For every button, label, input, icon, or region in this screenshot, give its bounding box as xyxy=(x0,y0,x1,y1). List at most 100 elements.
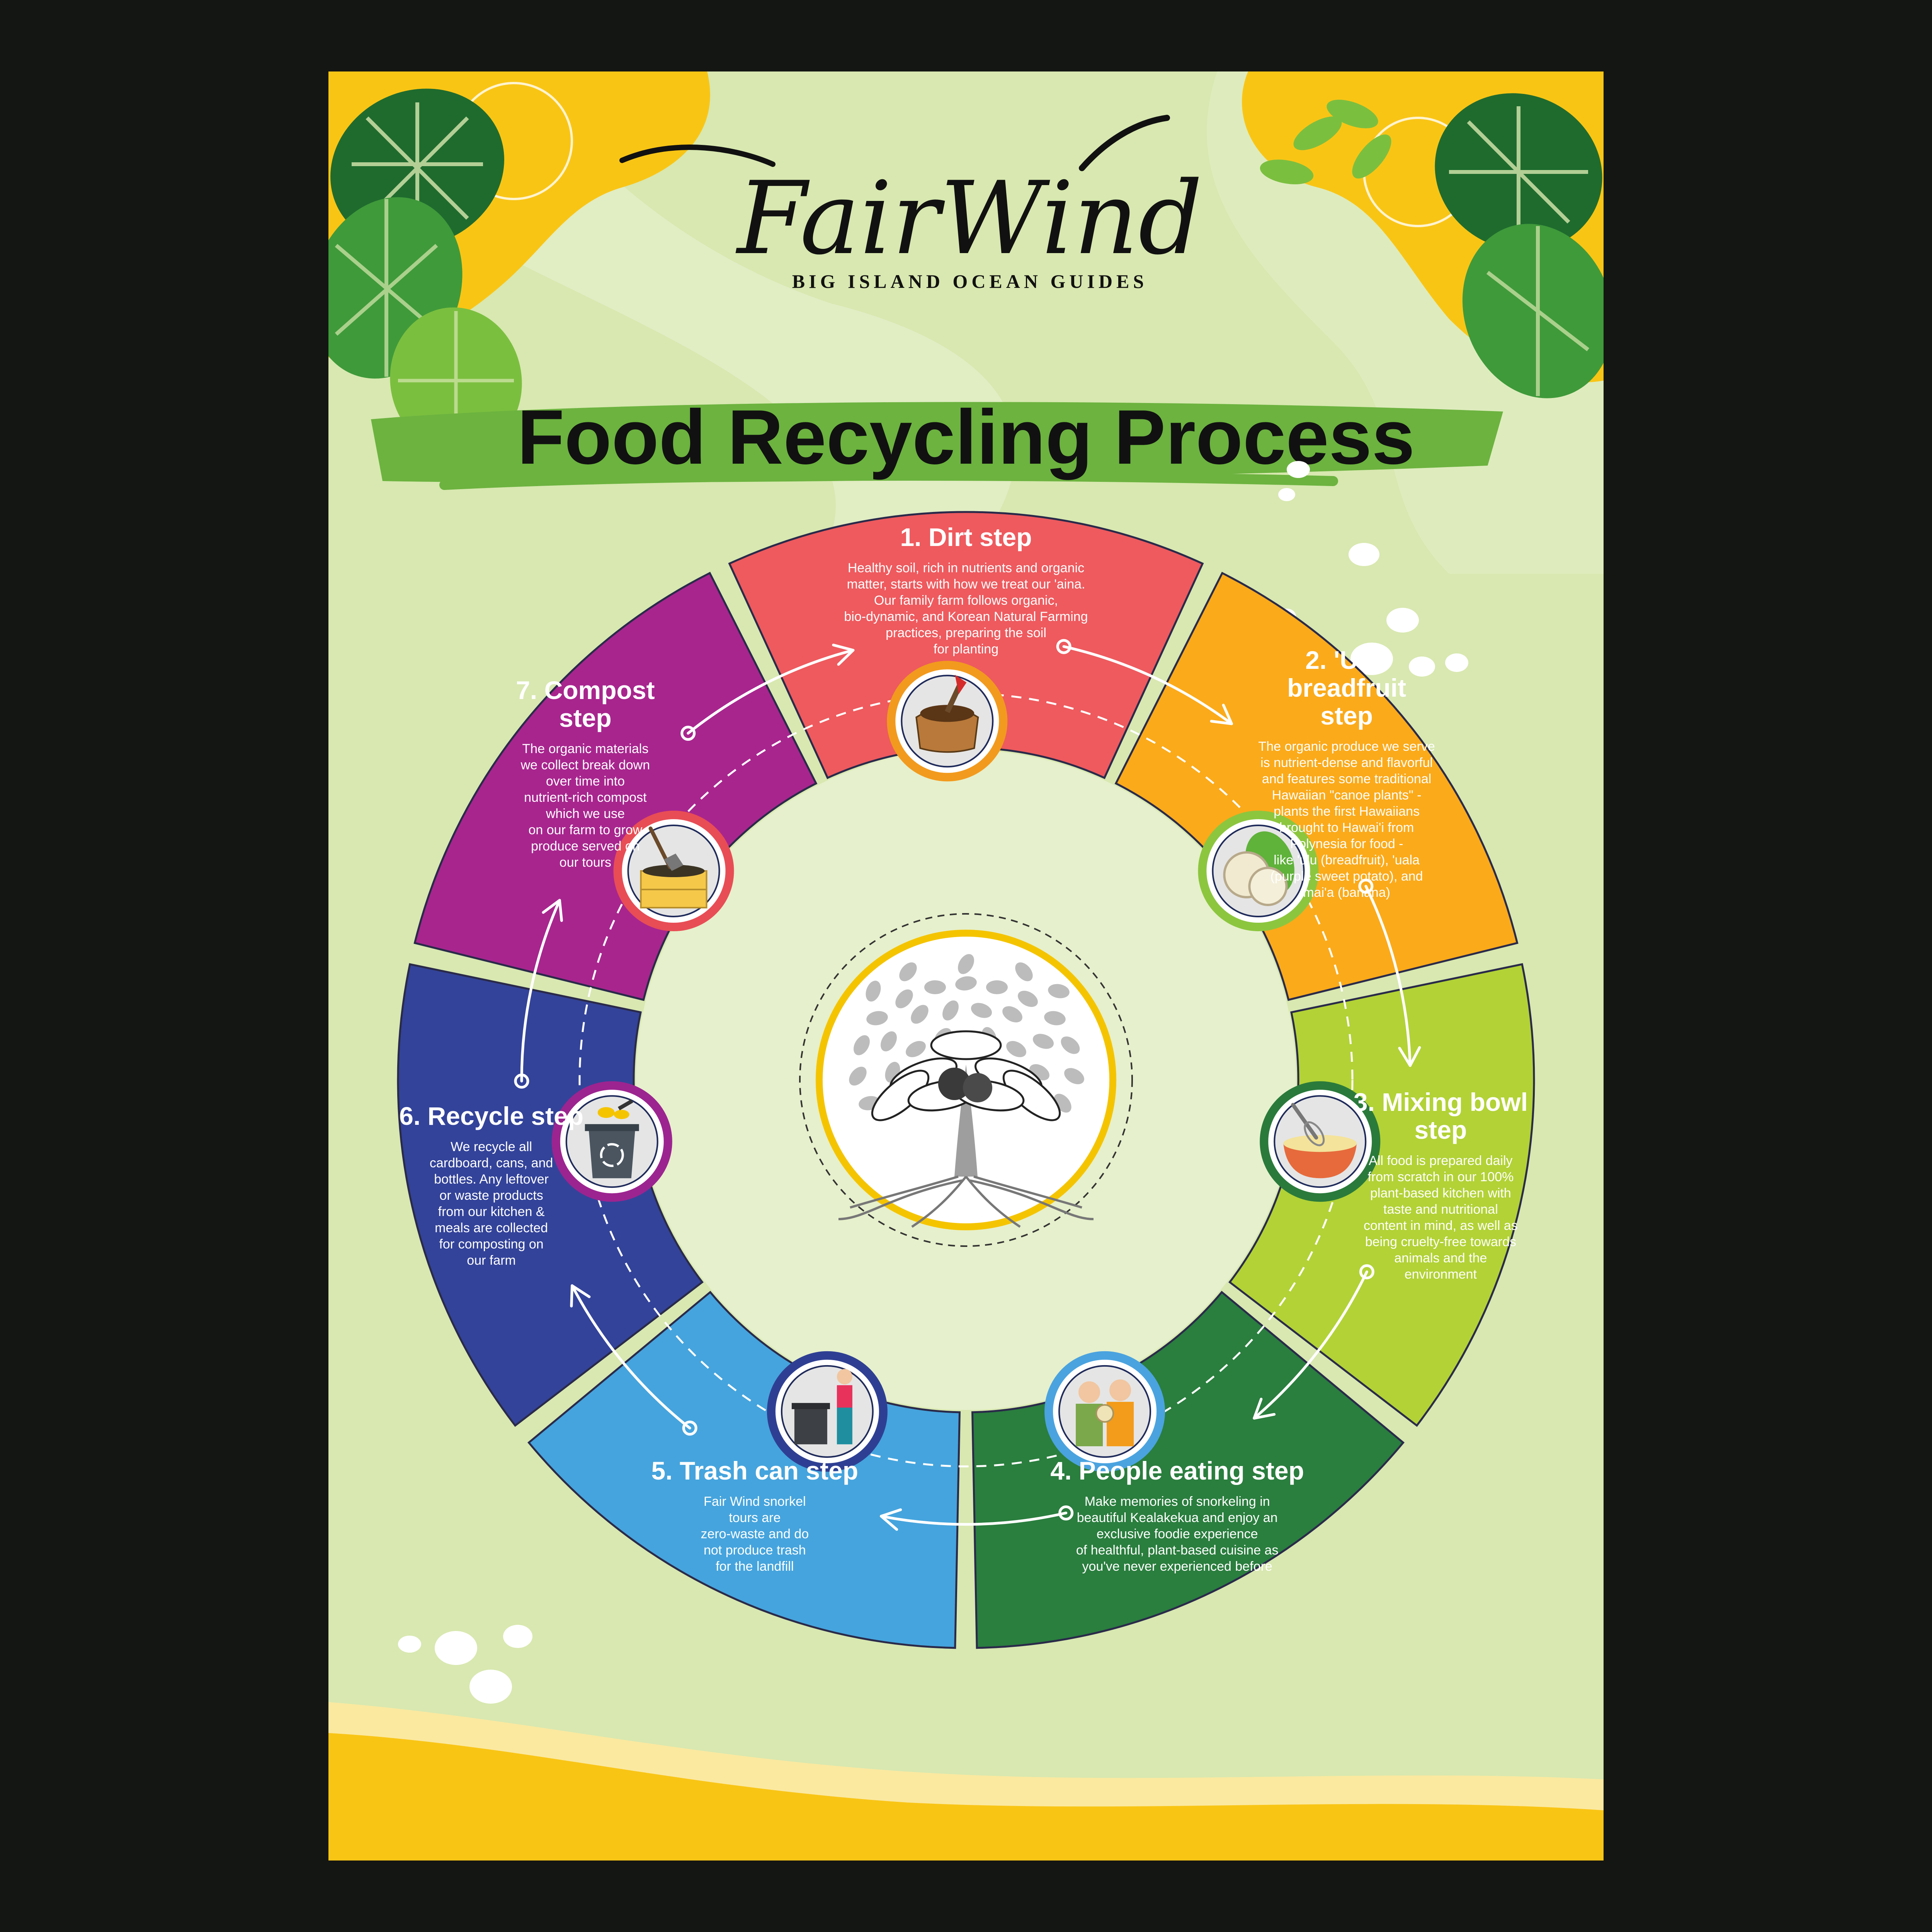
step-description: we collect break down xyxy=(520,758,650,772)
trash-can-icon xyxy=(767,1351,888,1472)
step-description: which we use xyxy=(546,806,625,821)
step-title: breadfruit xyxy=(1287,673,1406,702)
step-description: nutrient-rich compost xyxy=(524,790,647,805)
breadfruit-icon xyxy=(1198,811,1319,932)
step-description: on our farm to grow xyxy=(528,823,642,837)
compost-crate-icon xyxy=(613,811,734,932)
step-description: over time into xyxy=(546,774,625,789)
flow-arrow-6 xyxy=(520,899,561,1083)
recycle-bin-icon xyxy=(551,1081,672,1202)
step-description: meals are collected xyxy=(435,1221,548,1235)
step-description: not produce trash xyxy=(704,1543,806,1558)
step-description: you've never experienced before xyxy=(1082,1559,1272,1574)
step-description: beautiful Kealakekua and enjoy an xyxy=(1077,1510,1278,1525)
flow-arrow-1 xyxy=(1062,645,1233,725)
step-description: practices, preparing the soil xyxy=(886,626,1046,640)
step-description: Our family farm follows organic, xyxy=(874,593,1058,608)
brand-tagline: BIG ISLAND OCEAN GUIDES xyxy=(792,270,1148,292)
step-description: content in mind, as well as xyxy=(1364,1218,1518,1233)
flow-arrow-head xyxy=(1253,1398,1276,1420)
step-description: and features some traditional xyxy=(1262,772,1431,786)
poster-artwork: FairWind BIG ISLAND OCEAN GUIDES Food Re… xyxy=(310,71,1614,1861)
flow-arrow-start-dot xyxy=(1056,639,1071,654)
step-description: or waste products xyxy=(439,1188,543,1203)
step-description: Polynesia for food - xyxy=(1290,837,1403,851)
flow-arrow-3 xyxy=(1253,1270,1368,1420)
flow-arrow-2 xyxy=(1364,884,1412,1067)
step-description: exclusive foodie experience xyxy=(1097,1527,1258,1541)
step-description: like 'ulu (breadfruit), 'uala xyxy=(1274,853,1420,867)
step-description: Healthy soil, rich in nutrients and orga… xyxy=(848,561,1084,575)
step-description: The organic materials xyxy=(522,742,648,756)
step-description: plants the first Hawaiians xyxy=(1274,804,1420,819)
flow-arrow-head xyxy=(880,1508,902,1531)
step-description: of healthful, plant-based cuisine as xyxy=(1076,1543,1279,1558)
step-description: tours are xyxy=(729,1510,781,1525)
step-segment-6 xyxy=(397,963,704,1427)
step-segment-2 xyxy=(1114,571,1519,1001)
flow-arrow-head xyxy=(542,899,563,922)
step-description: animals and the xyxy=(1394,1251,1487,1265)
flow-arrow-head xyxy=(570,1284,591,1308)
soil-sack-icon xyxy=(887,661,1008,782)
flow-arrow-start-dot xyxy=(514,1073,529,1089)
step-title: step xyxy=(1415,1116,1467,1144)
flow-arrow-head xyxy=(1398,1046,1421,1067)
flow-arrow-start-dot xyxy=(682,1420,697,1436)
step-description: The organic produce we serve xyxy=(1258,739,1435,754)
step-description: All food is prepared daily xyxy=(1369,1153,1512,1168)
flow-arrow-head xyxy=(1210,704,1233,725)
step-description: from scratch in our 100% xyxy=(1367,1170,1514,1184)
flow-arrow-start-dot xyxy=(1058,1505,1074,1521)
page-title: Food Recycling Process xyxy=(517,394,1415,480)
step-description: is nutrient-dense and flavorful xyxy=(1260,755,1433,770)
step-description: plant-based kitchen with xyxy=(1370,1186,1511,1201)
step-description: environment xyxy=(1405,1267,1477,1282)
step-description: being cruelty-free towards xyxy=(1365,1235,1516,1249)
step-title: step xyxy=(559,704,612,732)
flow-arrow-4 xyxy=(880,1512,1068,1526)
step-description: for planting xyxy=(934,642,998,656)
poster: FairWind BIG ISLAND OCEAN GUIDES Food Re… xyxy=(310,71,1614,1861)
people-eating-icon xyxy=(1044,1351,1165,1472)
step-description: brought to Hawai'i from xyxy=(1279,820,1414,835)
step-title: 3. Mixing bowl xyxy=(1354,1088,1528,1116)
step-description: matter, starts with how we treat our 'ai… xyxy=(847,577,1085,592)
flow-arrow-start-dot xyxy=(680,726,696,741)
step-description: for composting on xyxy=(439,1237,543,1252)
step-segment-4 xyxy=(971,1291,1405,1649)
step-description: our tours xyxy=(560,855,611,870)
flow-arrow-start-dot xyxy=(1359,1264,1374,1279)
flow-arrow-5 xyxy=(571,1284,691,1430)
step-description: bio-dynamic, and Korean Natural Farming xyxy=(844,609,1088,624)
step-description: produce served on xyxy=(531,839,640,854)
step-description: cardboard, cans, and xyxy=(430,1156,553,1170)
flow-arrow-7 xyxy=(687,649,855,735)
headline-brush xyxy=(371,402,1503,483)
step-description: for the landfill xyxy=(716,1559,794,1574)
step-title: 7. Compost xyxy=(516,676,655,704)
step-description: We recycle all xyxy=(451,1139,532,1154)
step-description: Make memories of snorkeling in xyxy=(1085,1494,1270,1509)
step-description: bottles. Any leftover xyxy=(434,1172,549,1187)
step-description: Hawaiian "canoe plants" - xyxy=(1272,788,1422,803)
step-title: step xyxy=(1320,701,1373,730)
flow-arrow-head xyxy=(832,643,855,666)
breadfruit-tree-icon xyxy=(838,954,1094,1228)
flow-arrow-start-dot xyxy=(1358,878,1374,894)
headline-group: Food Recycling Process xyxy=(371,394,1503,490)
dashed-ring-inner xyxy=(799,913,1133,1247)
step-description: from our kitchen & xyxy=(438,1204,545,1219)
step-title: 5. Trash can step xyxy=(651,1456,859,1485)
brand-wordmark: FairWind xyxy=(735,160,1202,277)
mixing-bowl-icon xyxy=(1260,1081,1381,1202)
step-description: taste and nutritional xyxy=(1383,1202,1498,1217)
step-title: 2. 'Ulu/ xyxy=(1305,646,1388,674)
